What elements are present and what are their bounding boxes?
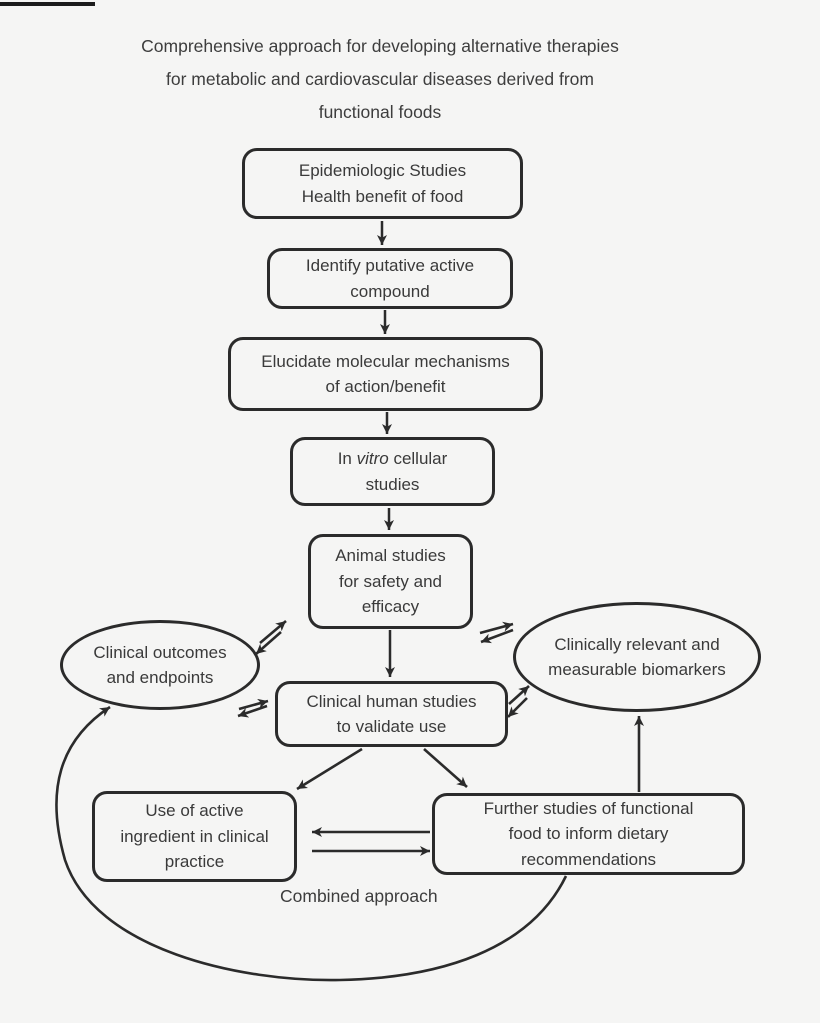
node-animal-line1: Animal studies — [335, 546, 446, 566]
figure-crop-line — [0, 2, 95, 6]
node-use-active-line2: ingredient in clinical — [120, 826, 269, 846]
arrow-pair-outcomes-animal-down — [255, 631, 282, 655]
invitro-italic: vitro — [356, 449, 389, 468]
arrow-pair-clinical-biomarkers-up — [508, 685, 530, 705]
node-elucidate-line2: of action/benefit — [325, 377, 446, 396]
node-invitro-line2: studies — [365, 474, 420, 494]
arrow-pair-animal-biomarkers-right — [479, 621, 514, 635]
node-animal-studies: Animal studies for safety and efficacy — [308, 534, 473, 629]
node-further-studies: Further studies of functional food to in… — [432, 793, 745, 875]
invitro-pre: In — [337, 449, 357, 468]
arrow-pair-outcomes-animal-up — [259, 620, 287, 644]
node-epidemiologic-studies: Epidemiologic Studies Health benefit of … — [242, 148, 523, 219]
node-identify-compound: Identify putative active compound — [267, 248, 513, 309]
node-clinical-human-line1: Clinical human studies — [306, 691, 477, 711]
node-use-active-line3: practice — [164, 852, 225, 872]
arrow-pair-outcomes-clinical-left — [237, 704, 268, 718]
node-biomarkers-ellipse: Clinically relevant and measurable bioma… — [513, 602, 761, 712]
node-epidemiologic-line1: Epidemiologic Studies — [298, 161, 467, 180]
figure-title-line2: for metabolic and cardiovascular disease… — [166, 69, 594, 89]
node-biomarkers-line1: Clinically relevant and — [554, 634, 720, 654]
figure-title: Comprehensive approach for developing al… — [85, 30, 675, 129]
node-animal-line3: efficacy — [361, 597, 420, 617]
node-identify-line1: Identify putative active — [305, 256, 475, 275]
arrow-clinical-human-to-use-active — [296, 747, 363, 791]
node-elucidate-mechanisms: Elucidate molecular mechanisms of action… — [228, 337, 543, 411]
node-biomarkers-line2: measurable biomarkers — [548, 660, 726, 679]
arrow-combined-loop-to-outcomes — [55, 705, 568, 982]
node-invitro-line1: In vitro cellular — [338, 446, 448, 472]
node-use-active-line1: Use of active — [145, 801, 244, 821]
node-outcomes-line2: and endpoints — [106, 668, 214, 687]
node-clinical-human-studies: Clinical human studies to validate use — [275, 681, 508, 747]
figure-title-line1: Comprehensive approach for developing al… — [141, 36, 619, 56]
node-invitro-studies: In vitro cellular studies — [290, 437, 495, 506]
arrow-pair-animal-biomarkers-left — [480, 628, 514, 644]
node-clinical-human-line2: to validate use — [336, 717, 447, 736]
node-animal-line2: for safety and — [338, 571, 442, 591]
node-further-line2: food to inform dietary — [508, 824, 669, 844]
invitro-post: cellular — [388, 449, 448, 468]
arrow-clinical-human-to-further-studies — [423, 748, 468, 788]
node-further-line1: Further studies of functional — [483, 798, 694, 818]
combined-approach-label: Combined approach — [280, 886, 438, 906]
node-identify-line2: compound — [350, 281, 430, 301]
node-clinical-outcomes-ellipse: Clinical outcomes and endpoints — [60, 620, 260, 710]
node-use-active-ingredient: Use of active ingredient in clinical pra… — [92, 791, 297, 882]
figure-title-line3: functional foods — [318, 102, 442, 122]
arrow-pair-outcomes-clinical-right — [238, 698, 269, 711]
node-epidemiologic-line2: Health benefit of food — [301, 186, 464, 206]
node-elucidate-line1: Elucidate molecular mechanisms — [261, 351, 510, 371]
node-further-line3: recommendations — [520, 849, 657, 869]
arrow-pair-clinical-biomarkers-down — [507, 697, 528, 718]
node-outcomes-line1: Clinical outcomes — [93, 642, 227, 662]
